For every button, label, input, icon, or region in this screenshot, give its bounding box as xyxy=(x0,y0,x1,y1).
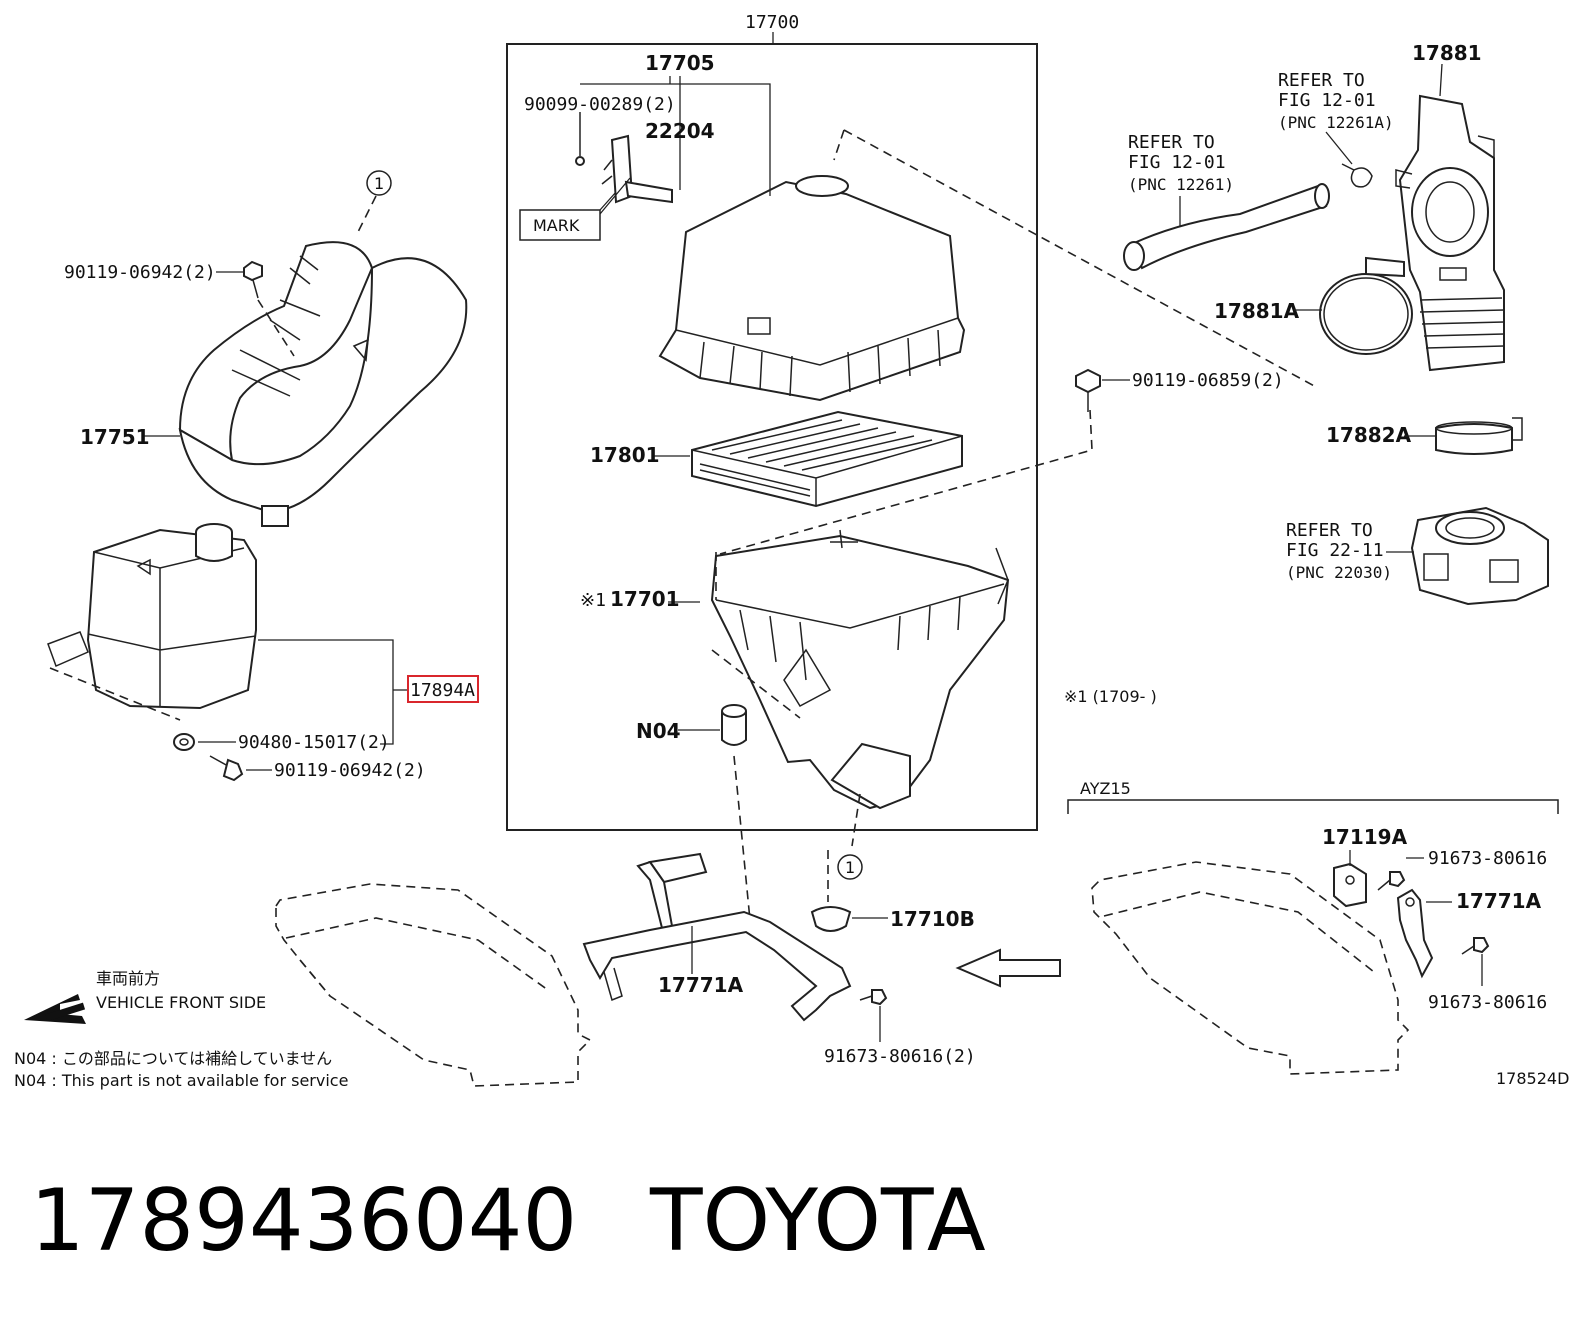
assembly-box xyxy=(506,43,1038,831)
pcv-hose[interactable] xyxy=(1123,183,1330,271)
circle-ref-top-label: 1 xyxy=(374,174,384,193)
label-17882a[interactable]: 17882A xyxy=(1326,423,1412,447)
refer-12261a-line1: REFER TO xyxy=(1278,70,1365,91)
refer-22030-line3: (PNC 22030) xyxy=(1286,563,1392,582)
bolt-90119-06942-bottom[interactable] xyxy=(209,755,244,782)
refer-12261a-line2: FIG 12-01 xyxy=(1278,90,1376,111)
bracket-17771a-right[interactable] xyxy=(1396,888,1434,979)
caption-brand: TOYOTA xyxy=(649,1171,986,1271)
note-n04-en: N04 : This part is not available for ser… xyxy=(14,1071,348,1090)
bolt-90099[interactable] xyxy=(575,112,585,166)
label-17710b[interactable]: 17710B xyxy=(890,907,975,931)
bolt-90119-06942-top[interactable] xyxy=(243,260,263,299)
direction-arrow-hollow xyxy=(955,948,1061,988)
circle-ref-top xyxy=(366,170,392,196)
label-90099-00289[interactable]: 90099-00289(2) xyxy=(524,94,676,115)
note-n04-jp: N04 : この部品については補給していません xyxy=(14,1049,332,1068)
bracket-17119a[interactable] xyxy=(1333,862,1367,908)
label-17771a-right[interactable]: 17771A xyxy=(1456,889,1542,913)
refer-12261-line1: REFER TO xyxy=(1128,132,1215,153)
label-17700[interactable]: 17700 xyxy=(745,12,799,33)
highlight-17894a xyxy=(407,675,479,703)
front-side-jp: 車両前方 xyxy=(96,969,160,988)
label-17701-prefix: ※1 xyxy=(580,590,606,611)
label-17701[interactable]: 17701 xyxy=(610,587,680,611)
circle-ref-bottom xyxy=(837,854,863,880)
label-n04[interactable]: N04 xyxy=(636,719,681,743)
refer-12261-line2: FIG 12-01 xyxy=(1128,152,1226,173)
label-91673-r2[interactable]: 91673-80616 xyxy=(1428,992,1547,1013)
label-91673-center[interactable]: 91673-80616(2) xyxy=(824,1046,976,1067)
air-cleaner-cap[interactable] xyxy=(658,175,966,402)
figure-code: 178524D xyxy=(1496,1069,1569,1088)
label-17705[interactable]: 17705 xyxy=(645,51,715,75)
label-17119a[interactable]: 17119A xyxy=(1322,825,1408,849)
bolt-91673-center[interactable] xyxy=(859,989,888,1006)
air-flow-meter[interactable] xyxy=(601,134,673,204)
bolt-91673-r1[interactable] xyxy=(1377,871,1406,891)
hose-clip[interactable] xyxy=(1341,163,1373,188)
mark-box xyxy=(519,209,601,241)
label-17894a[interactable]: 17894A xyxy=(410,680,475,701)
front-side-arrow xyxy=(24,994,86,1024)
bracket-17771a-center[interactable] xyxy=(582,852,852,1022)
intake-duct[interactable] xyxy=(178,241,468,527)
resonator-17894a[interactable] xyxy=(47,523,257,710)
label-17881[interactable]: 17881 xyxy=(1412,41,1482,65)
hose-clamp-17882a[interactable] xyxy=(1435,417,1523,455)
label-90119-06859[interactable]: 90119-06859(2) xyxy=(1132,370,1284,391)
grommet-90480[interactable] xyxy=(173,733,195,751)
label-17801[interactable]: 17801 xyxy=(590,443,660,467)
circle-ref-bottom-label: 1 xyxy=(845,858,855,877)
label-90119-06942-bottom[interactable]: 90119-06942(2) xyxy=(274,760,426,781)
label-91673-r1[interactable]: 91673-80616 xyxy=(1428,848,1547,869)
front-side-en: VEHICLE FRONT SIDE xyxy=(96,993,266,1012)
label-17771a-center[interactable]: 17771A xyxy=(658,973,744,997)
bolt-90119-06859[interactable] xyxy=(1075,368,1101,412)
refer-12261a-line3: (PNC 12261A) xyxy=(1278,113,1394,132)
refer-22030-line2: FIG 22-11 xyxy=(1286,540,1384,561)
hose-clamp-17881a[interactable] xyxy=(1319,256,1413,355)
label-17881a[interactable]: 17881A xyxy=(1214,299,1300,323)
intake-hose-17881[interactable] xyxy=(1395,94,1505,372)
refer-22030-line1: REFER TO xyxy=(1286,520,1373,541)
note-1: ※1 (1709- ) xyxy=(1064,687,1157,706)
air-filter-element[interactable] xyxy=(691,410,963,508)
refer-12261-line3: (PNC 12261) xyxy=(1128,175,1234,194)
caption-part-number: 1789436040 xyxy=(30,1171,577,1271)
label-ayz15: AYZ15 xyxy=(1080,779,1131,798)
label-17751[interactable]: 17751 xyxy=(80,425,150,449)
throttle-body[interactable] xyxy=(1410,506,1549,606)
n04-grommet[interactable] xyxy=(721,704,747,746)
battery-tray-right xyxy=(1091,861,1410,1075)
grommet-17710b[interactable] xyxy=(810,906,852,932)
label-90480-15017[interactable]: 90480-15017(2) xyxy=(238,732,390,753)
bolt-91673-r2[interactable] xyxy=(1461,937,1490,955)
front-side-arrow-shaft xyxy=(44,1002,86,1022)
label-mark: MARK xyxy=(533,216,580,235)
label-90119-06942-top[interactable]: 90119-06942(2) xyxy=(64,262,216,283)
air-cleaner-case[interactable] xyxy=(710,529,1010,810)
label-22204[interactable]: 22204 xyxy=(645,119,715,143)
battery-tray-left xyxy=(275,883,592,1087)
